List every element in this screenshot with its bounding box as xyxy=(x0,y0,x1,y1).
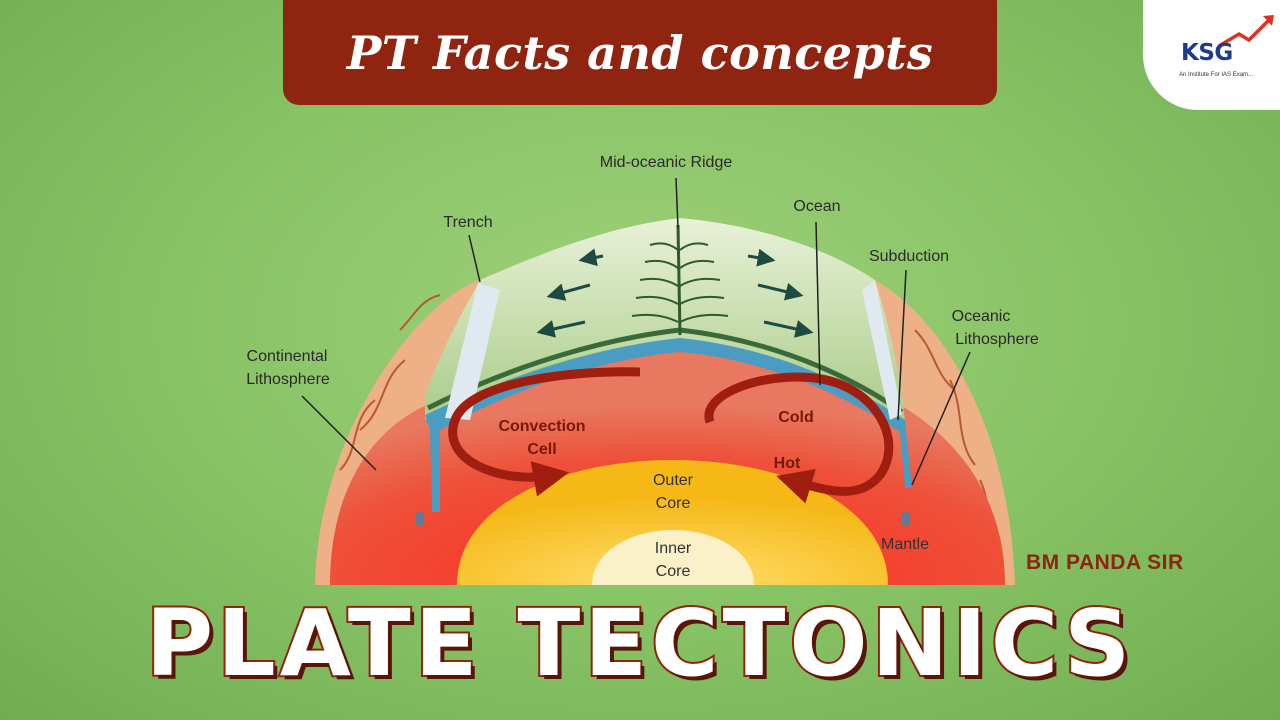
label-outer-core-line1: Outer xyxy=(653,472,694,489)
spreading-arrow-right-3 xyxy=(763,320,814,338)
logo-brand: KSG xyxy=(1181,40,1233,66)
header-title: PT Facts and concepts xyxy=(346,25,934,80)
convection-cell-right xyxy=(704,372,894,504)
logo-tagline: An Institute For IAS Exam... xyxy=(1179,72,1254,78)
inner-core xyxy=(592,530,754,585)
leader-ridge xyxy=(675,177,679,229)
subduction-slot xyxy=(862,280,902,420)
leader-continental-lithosphere xyxy=(301,395,377,471)
ridge-crest xyxy=(676,224,682,336)
leader-oceanic-lithosphere xyxy=(911,351,971,486)
label-ocean: Ocean xyxy=(793,198,840,215)
label-outer-core-line2: Core xyxy=(656,495,691,512)
leader-subduction xyxy=(897,269,907,421)
label-oceanic-lithosphere-line2: Lithosphere xyxy=(955,331,1039,348)
header-banner: PT Facts and concepts xyxy=(283,0,997,105)
label-convection-line1: Convection xyxy=(498,418,585,435)
spreading-arrow-left-2 xyxy=(546,283,591,301)
label-mid-oceanic-ridge: Mid-oceanic Ridge xyxy=(600,154,733,171)
spreading-arrow-right-2 xyxy=(757,282,804,301)
subducting-tip-right xyxy=(902,512,910,526)
trench-slot xyxy=(445,283,500,420)
spreading-arrow-left-1 xyxy=(578,248,604,267)
convection-cell-left xyxy=(448,367,641,497)
label-continental-lithosphere-line2: Lithosphere xyxy=(246,371,330,388)
ksg-logo: KSG An Institute For IAS Exam... xyxy=(1143,0,1280,110)
label-trench: Trench xyxy=(443,214,492,231)
spreading-arrow-left-3 xyxy=(536,320,586,338)
label-subduction: Subduction xyxy=(869,248,949,265)
growth-arrow-icon xyxy=(1218,15,1274,48)
continental-crust-veins xyxy=(339,294,1001,541)
label-inner-core-line2: Core xyxy=(656,563,691,580)
leader-ocean xyxy=(815,221,821,386)
label-mantle: Mantle xyxy=(881,536,929,553)
ridge-ridges xyxy=(631,242,729,323)
label-cold: Cold xyxy=(778,409,814,426)
main-title: PLATE TECTONICS xyxy=(144,588,1135,699)
leader-trench xyxy=(468,234,481,283)
ocean-floor xyxy=(425,218,905,420)
label-convection-line2: Cell xyxy=(527,441,556,458)
label-hot: Hot xyxy=(774,455,801,472)
label-inner-core-line1: Inner xyxy=(655,540,692,557)
label-continental-lithosphere-line1: Continental xyxy=(247,348,328,365)
spreading-arrow-right-1 xyxy=(747,248,776,267)
subducting-tip-left xyxy=(416,512,424,526)
label-oceanic-lithosphere-line1: Oceanic xyxy=(952,308,1011,325)
author-name: BM PANDA SIR xyxy=(1026,551,1184,574)
